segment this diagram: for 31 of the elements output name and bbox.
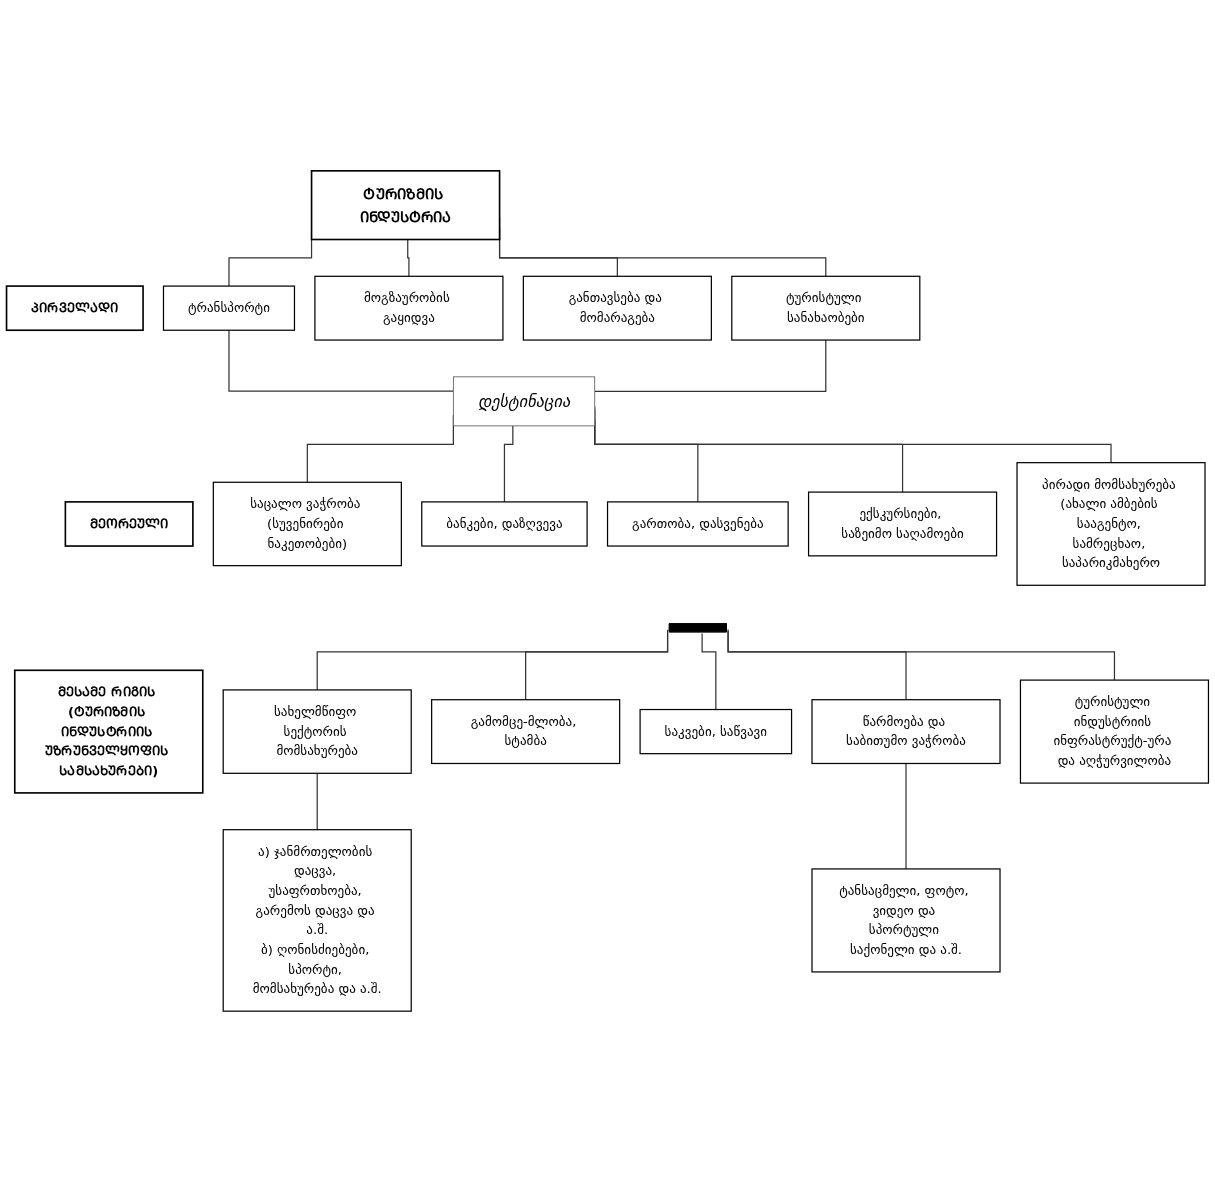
node-box: სახელმწიფო სექტორის მომსახურება [222,689,412,774]
node-box: ᲢᲣᲠᲘᲖᲛᲘᲡ ᲘᲜᲓᲣᲡᲢᲠᲘᲐ [310,170,501,241]
connector [727,628,1116,681]
connector [594,339,827,392]
connector [316,772,318,831]
connector [407,238,410,277]
node-box: ტურისტული ინდუსტრიის ინფრასტრუქტ-ურა და აღჭურვილობა [1019,679,1210,784]
connector [228,329,454,392]
connector [503,425,514,503]
node-box: ᲛᲔᲝᲠᲔᲣᲚᲘ [64,501,194,547]
node-box: საცალო ვაჭრობა (სუვენირები ნაკეთობები) [212,481,402,567]
node-box: საკვები, საწვავი [639,708,793,755]
node-box: ტურისტული სანახაობები [731,275,921,341]
node-box: ბანკები, დაზღვევა [421,501,588,547]
node-box: გართობა, დასვენება [606,501,789,547]
node-box: ექსკურსიები, საზეიმო საღამოები [807,491,998,557]
node-box: მოგზაურობის გაყიდვა [314,275,504,341]
connector [701,632,717,711]
node-box: გამომცე-მლობა, სტამბა [431,699,621,765]
node-box: ᲞᲘᲠᲕᲔᲚᲐᲓᲘ [5,285,144,332]
connector [905,762,907,870]
connector [316,629,669,691]
node-box: წარმოება და საბითუმო ვაჭრობა [811,699,1001,765]
node-box: პირადი მომსახურება (ახალი ამბების სააგენტო, სამრეცხაო, საპარიკმახერო [1016,462,1206,586]
node-box: ა) ჯანმრთელობის დაცვა, უსაფრთხოება, გარემოს დაცვა და ა.შ. ბ) ღონისძიებები, სპორტი, მომსახურება და ა.შ. [222,829,412,1012]
node-box: განთავსება და მომარაგება [522,275,712,341]
node-box: დესტინაცია [452,376,596,427]
connector [525,631,669,701]
node-box: ᲛᲔᲡᲐᲛᲔ ᲠᲘᲒᲘᲡ (ᲢᲣᲠᲘᲖᲛᲘᲡ ᲘᲜᲓᲣᲡᲢᲠᲘᲘᲡ ᲣᲖᲠᲣᲜᲕᲔᲚᲧᲝᲤᲘᲡ ᲡᲐᲛᲡᲐᲮᲣᲠᲔᲑᲘ) [13,669,204,794]
node-box: ტრანსპორტი [162,285,296,331]
node-box: ტანსაცმელი, ფოტო, ვიდეო და სპორტული საქონელი და ა.შ. [811,868,1001,973]
